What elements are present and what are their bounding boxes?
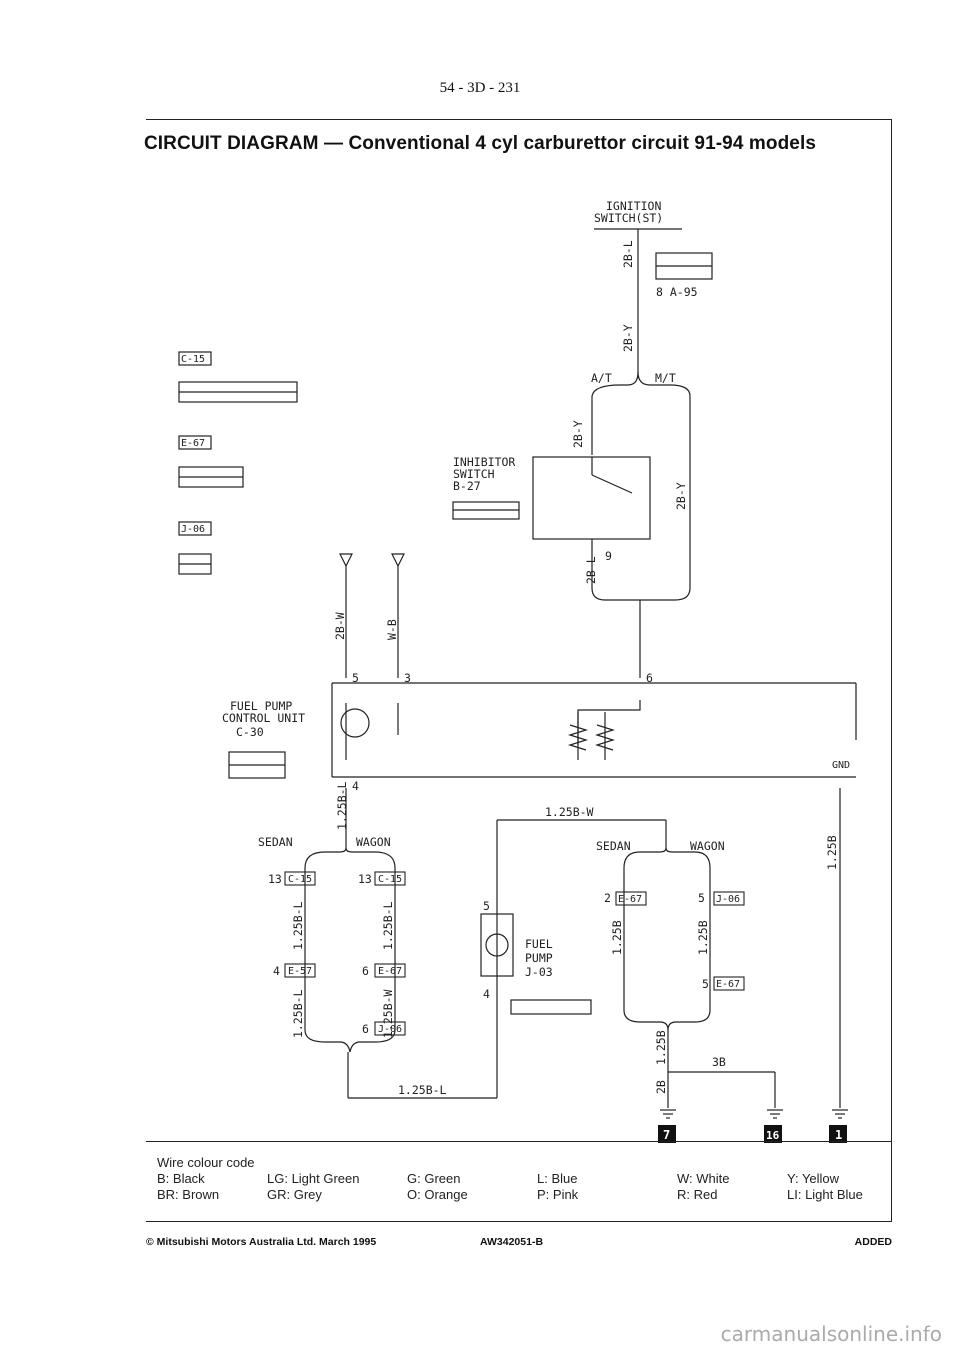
wire-2by-mt: 2B-Y xyxy=(674,482,688,510)
legend-entry: LG: Light Green xyxy=(267,1171,360,1186)
legend-row-2: BR: Brown GR: Grey O: Orange P: Pink R: … xyxy=(157,1187,863,1203)
fuel-pump-label-3: J-03 xyxy=(525,965,553,979)
pin-3-label: 3 xyxy=(404,671,411,685)
connector-j06-right: J-06 xyxy=(716,894,740,905)
wire-3b-label: 3B xyxy=(712,1055,726,1069)
mt-label: M/T xyxy=(655,371,676,385)
wire-125bl-lower: 1.25B-L xyxy=(291,989,305,1038)
ground-badge-1: 1 xyxy=(835,1128,842,1142)
connector-c15-left: C-15 xyxy=(288,874,312,885)
wire-2by-label: 2B-Y xyxy=(621,324,635,352)
legend-entry: O: Orange xyxy=(407,1187,468,1202)
fuel-pump-label-2: PUMP xyxy=(525,951,553,965)
connector-j06-wagon: J-06 xyxy=(378,1024,402,1035)
control-unit-label-1: FUEL PUMP xyxy=(230,699,292,713)
connector-e67-key: E-67 xyxy=(181,438,205,449)
sedan-label-left: SEDAN xyxy=(258,835,293,849)
sedan-label-right: SEDAN xyxy=(596,839,631,853)
connector-c15-key: C-15 xyxy=(181,354,205,365)
pump-pin-4: 4 xyxy=(483,987,490,1001)
wire-125bl-bottom: 1.25B-L xyxy=(398,1083,447,1097)
legend-entry: Y: Yellow xyxy=(787,1171,840,1186)
wire-2b-label: 2B xyxy=(654,1080,668,1094)
page-number: 54 - 3D - 231 xyxy=(439,80,521,96)
pump-pin-5: 5 xyxy=(483,899,490,913)
pin-13-right: 13 xyxy=(358,872,372,886)
pin-13-left: 13 xyxy=(268,872,282,886)
pin-2-sedan: 2 xyxy=(604,891,611,905)
fuel-pump-label-1: FUEL xyxy=(525,937,553,951)
page-title: CIRCUIT DIAGRAM — Conventional 4 cyl car… xyxy=(143,133,817,154)
pin-5-label: 5 xyxy=(352,671,359,685)
pin-6-wagon: 6 xyxy=(362,964,369,978)
wire-2bw-label: 2B-W xyxy=(333,612,347,640)
connector-e67-sedan: E-67 xyxy=(618,894,642,905)
wire-125bl-sedan: 1.25B-L xyxy=(291,901,305,950)
at-label: A/T xyxy=(591,371,612,385)
legend-entry: G: Green xyxy=(407,1171,461,1186)
watermark: carmanualsonline.info xyxy=(720,1322,942,1346)
legend-entry: BR: Brown xyxy=(157,1187,220,1202)
wire-125bl-main: 1.25B-L xyxy=(335,781,349,830)
ground-badge-16: 16 xyxy=(766,1129,780,1142)
wire-125bw-lower: 1.25B-W xyxy=(381,989,395,1038)
right-border xyxy=(891,119,892,1222)
connector-j06-key: J-06 xyxy=(181,524,205,535)
wire-2bl-label: 2B-L xyxy=(621,240,635,268)
wire-125b-wagon: 1.25B xyxy=(696,920,710,955)
top-rule xyxy=(146,119,892,120)
control-unit-label-2: CONTROL UNIT xyxy=(222,711,305,725)
inhibitor-switch-code: B-27 xyxy=(453,479,481,493)
wagon-label-right: WAGON xyxy=(690,839,725,853)
wire-125bl-wagon: 1.25B-L xyxy=(381,901,395,950)
footer-status: ADDED xyxy=(854,1236,892,1248)
gnd-label: GND xyxy=(832,760,850,771)
wagon-label-left: WAGON xyxy=(356,835,391,849)
connector-e67-lower: E-67 xyxy=(716,979,740,990)
legend-entry: W: White xyxy=(677,1171,730,1186)
legend-entry: R: Red xyxy=(677,1187,718,1202)
pin-6-label: 6 xyxy=(646,671,653,685)
wire-2bl-inhibitor: 2B-L xyxy=(584,556,598,584)
legend-row-1: B: Black LG: Light Green G: Green L: Blu… xyxy=(157,1171,839,1187)
pin-5-wagon: 5 xyxy=(698,891,705,905)
pin-4-label: 4 xyxy=(352,779,359,793)
legend-entry: B: Black xyxy=(157,1171,205,1186)
wire-2by-inhibitor: 2B-Y xyxy=(571,420,585,448)
connector-e57: E-57 xyxy=(288,966,312,977)
pin-6-j06: 6 xyxy=(362,1022,369,1036)
wire-colour-legend: Wire colour code B: Black LG: Light Gree… xyxy=(157,1155,863,1203)
inhibitor-switch-label: INHIBITOR xyxy=(453,455,515,469)
ignition-switch-sublabel: SWITCH(ST) xyxy=(594,211,663,225)
inhibitor-pin-9: 9 xyxy=(605,549,612,563)
pin-4-sedan: 4 xyxy=(273,964,280,978)
footer-doc-code: AW342051-B xyxy=(480,1236,544,1248)
legend-entry: L: Blue xyxy=(537,1171,578,1186)
connector-e67-wagon: E-67 xyxy=(378,966,402,977)
legend-title: Wire colour code xyxy=(157,1155,255,1170)
wire-125b-gnd: 1.25B xyxy=(825,835,839,870)
legend-entry: GR: Grey xyxy=(267,1187,322,1202)
connector-a95: 8 A-95 xyxy=(656,285,698,299)
legend-entry: LI: Light Blue xyxy=(787,1187,863,1202)
footer-copyright: © Mitsubishi Motors Australia Ltd. March… xyxy=(146,1236,377,1248)
footer-rule xyxy=(146,1221,892,1222)
inhibitor-switch-sublabel: SWITCH xyxy=(453,467,495,481)
ground-badge-7: 7 xyxy=(663,1128,670,1142)
control-unit-label-3: C-30 xyxy=(236,725,264,739)
connector-c15-right: C-15 xyxy=(378,874,402,885)
wire-wb-label: W-B xyxy=(385,619,399,640)
ignition-switch-label: IGNITION xyxy=(606,199,661,213)
pin-5-e67: 5 xyxy=(702,977,709,991)
wire-125bw-top: 1.25B-W xyxy=(545,805,594,819)
legend-top-rule xyxy=(146,1141,892,1142)
wire-125b-join: 1.25B xyxy=(654,1030,668,1065)
wire-125b-sedan: 1.25B xyxy=(610,920,624,955)
legend-entry: P: Pink xyxy=(537,1187,579,1202)
